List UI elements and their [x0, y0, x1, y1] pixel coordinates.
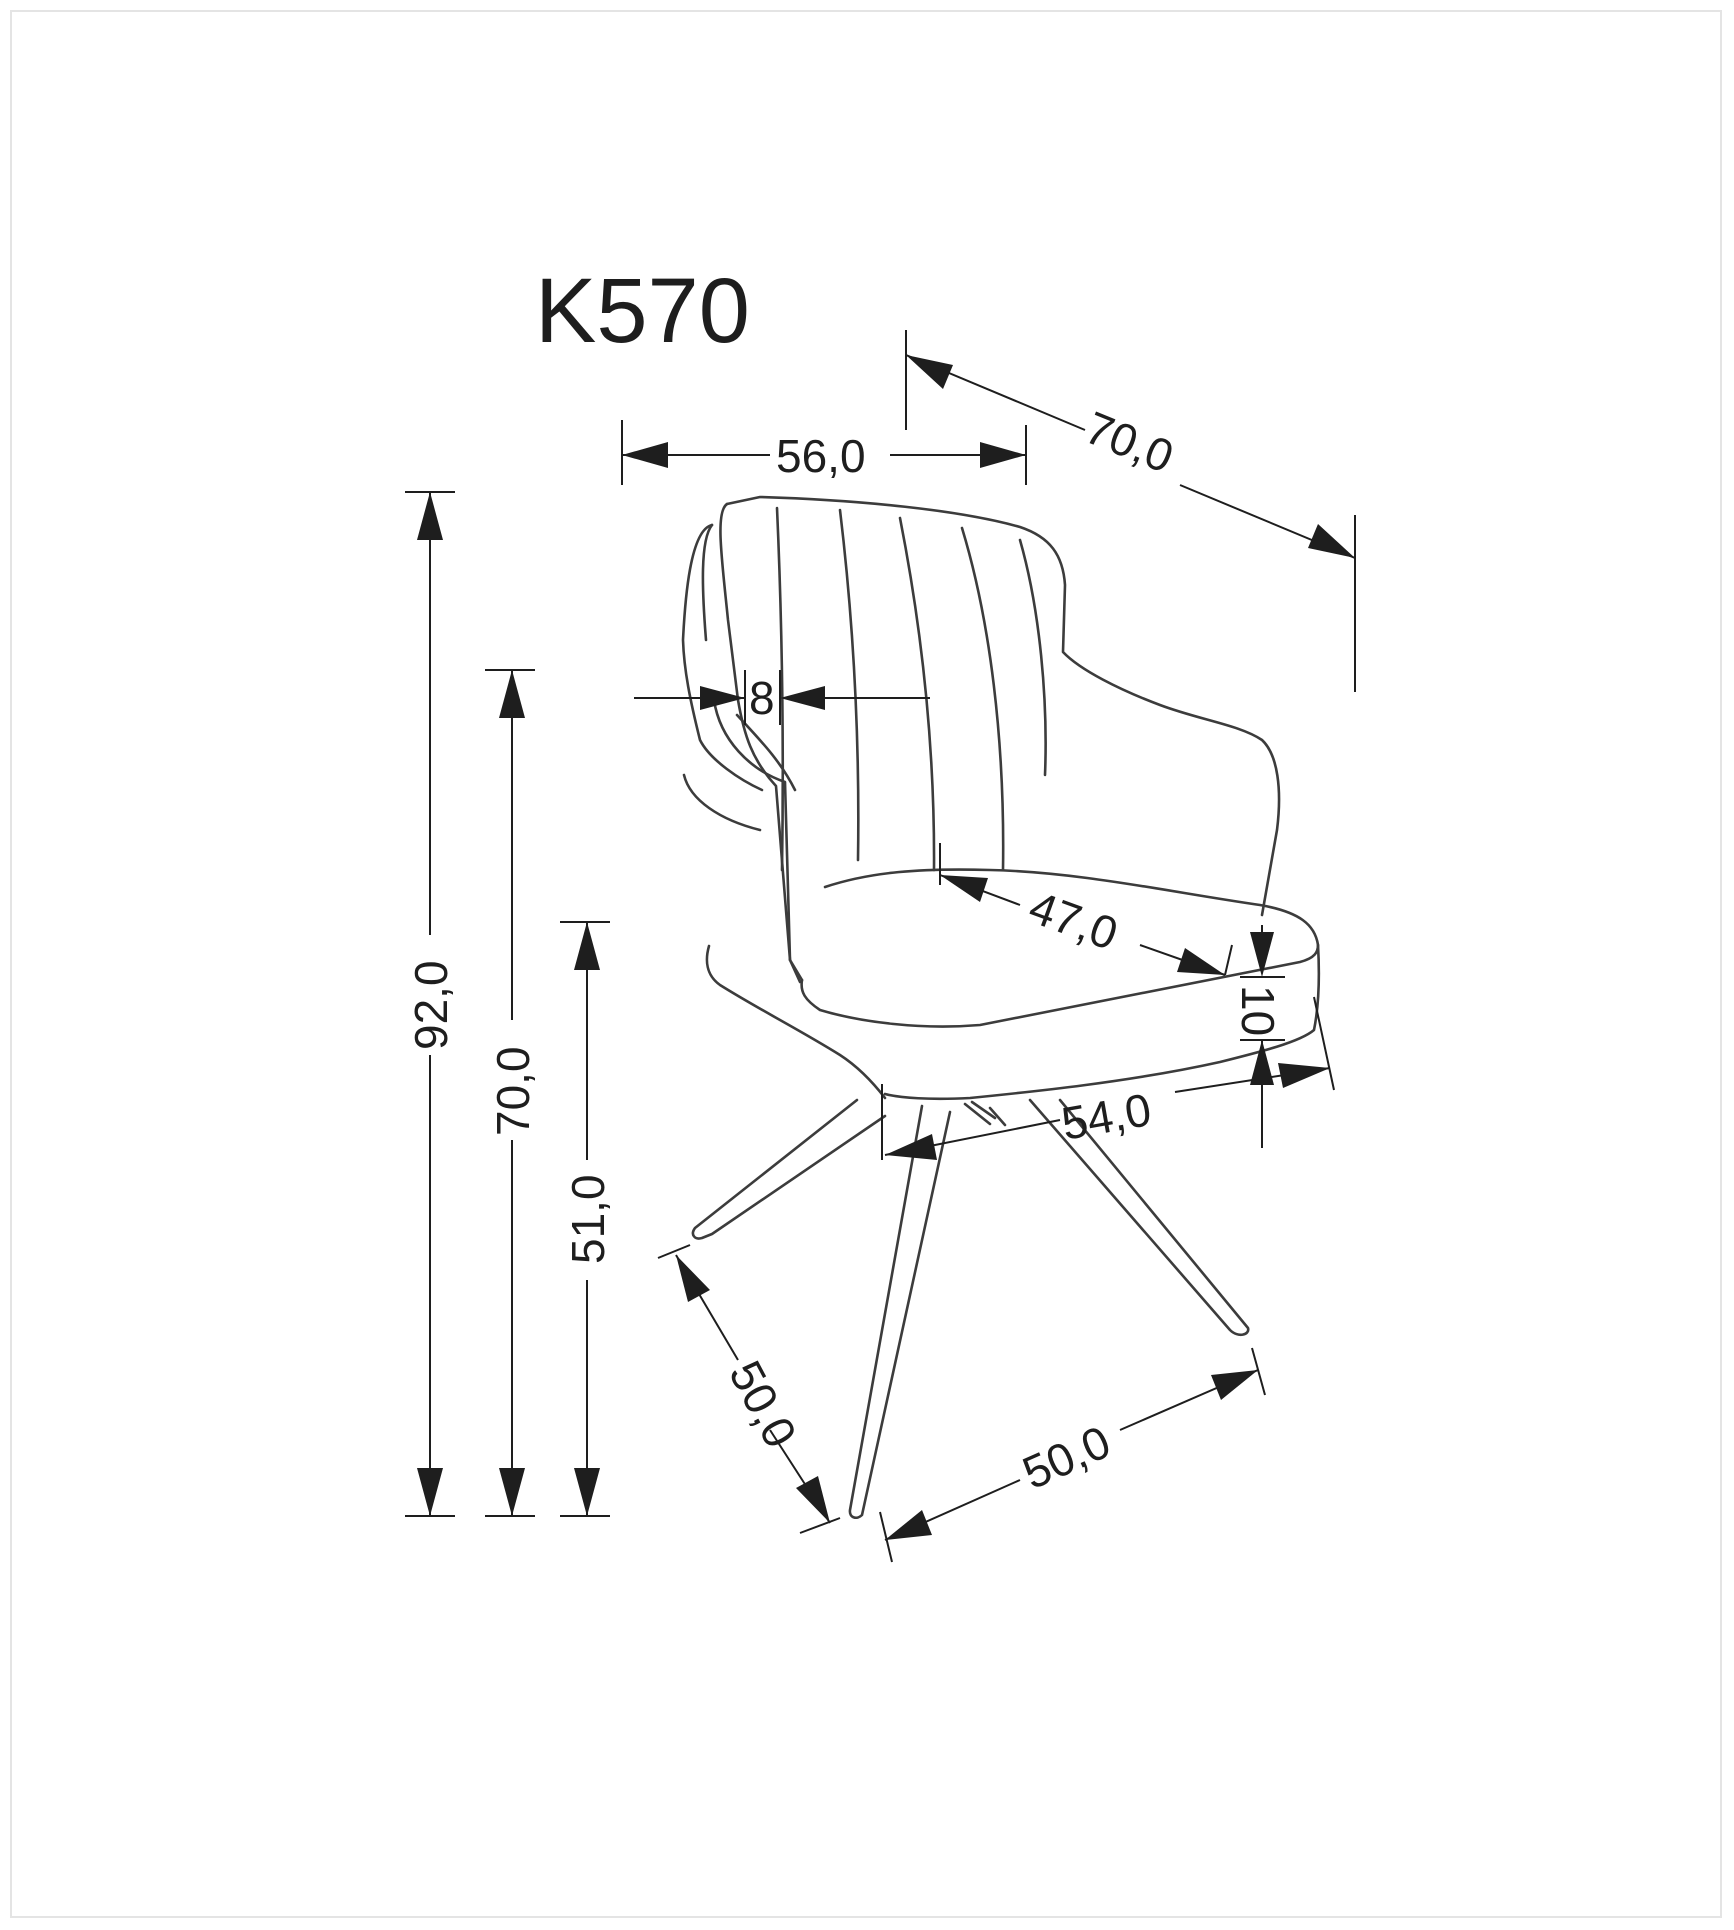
label-back-thickness: 8 — [749, 672, 775, 724]
left-armrest-bottom — [682, 773, 762, 832]
label-width-total: 56,0 — [776, 430, 866, 482]
back-stitch-1 — [775, 506, 785, 872]
leg-back-left — [691, 1098, 887, 1240]
backrest-top — [725, 495, 1281, 917]
seat-left-edge — [788, 958, 804, 982]
label-seat-width: 54,0 — [1058, 1083, 1155, 1150]
leg-front-right — [1028, 1098, 1250, 1337]
label-seat-thickness: 10 — [1232, 985, 1284, 1036]
left-lower-body — [705, 944, 887, 1100]
label-seat-height: 51,0 — [562, 1174, 614, 1264]
leg-front-left — [848, 1104, 952, 1520]
back-stitch-2 — [838, 508, 860, 862]
back-stitch-3 — [898, 516, 936, 872]
back-stitch-4 — [960, 526, 1005, 872]
back-stitch-5 — [1018, 538, 1047, 777]
leg-back-right — [988, 1106, 1007, 1127]
left-wing-inner — [701, 523, 714, 642]
drawing-frame — [10, 10, 1722, 1918]
label-seat-depth: 47,0 — [1023, 881, 1125, 960]
left-armrest-inner — [735, 713, 797, 792]
swivel-column — [963, 1100, 997, 1126]
seat-front — [883, 943, 1321, 1101]
left-wing — [681, 523, 764, 792]
label-base-width: 50,0 — [1015, 1415, 1118, 1499]
model-title: K570 — [535, 260, 750, 362]
label-base-depth: 50,0 — [719, 1352, 807, 1455]
label-depth-total: 70,0 — [1078, 401, 1180, 483]
dimension-arrowheads — [417, 355, 1355, 1540]
seat-top — [800, 868, 1320, 1028]
label-armrest-height: 70,0 — [487, 1046, 539, 1136]
label-height-total: 92,0 — [405, 960, 457, 1050]
chair-outline — [681, 495, 1321, 1520]
